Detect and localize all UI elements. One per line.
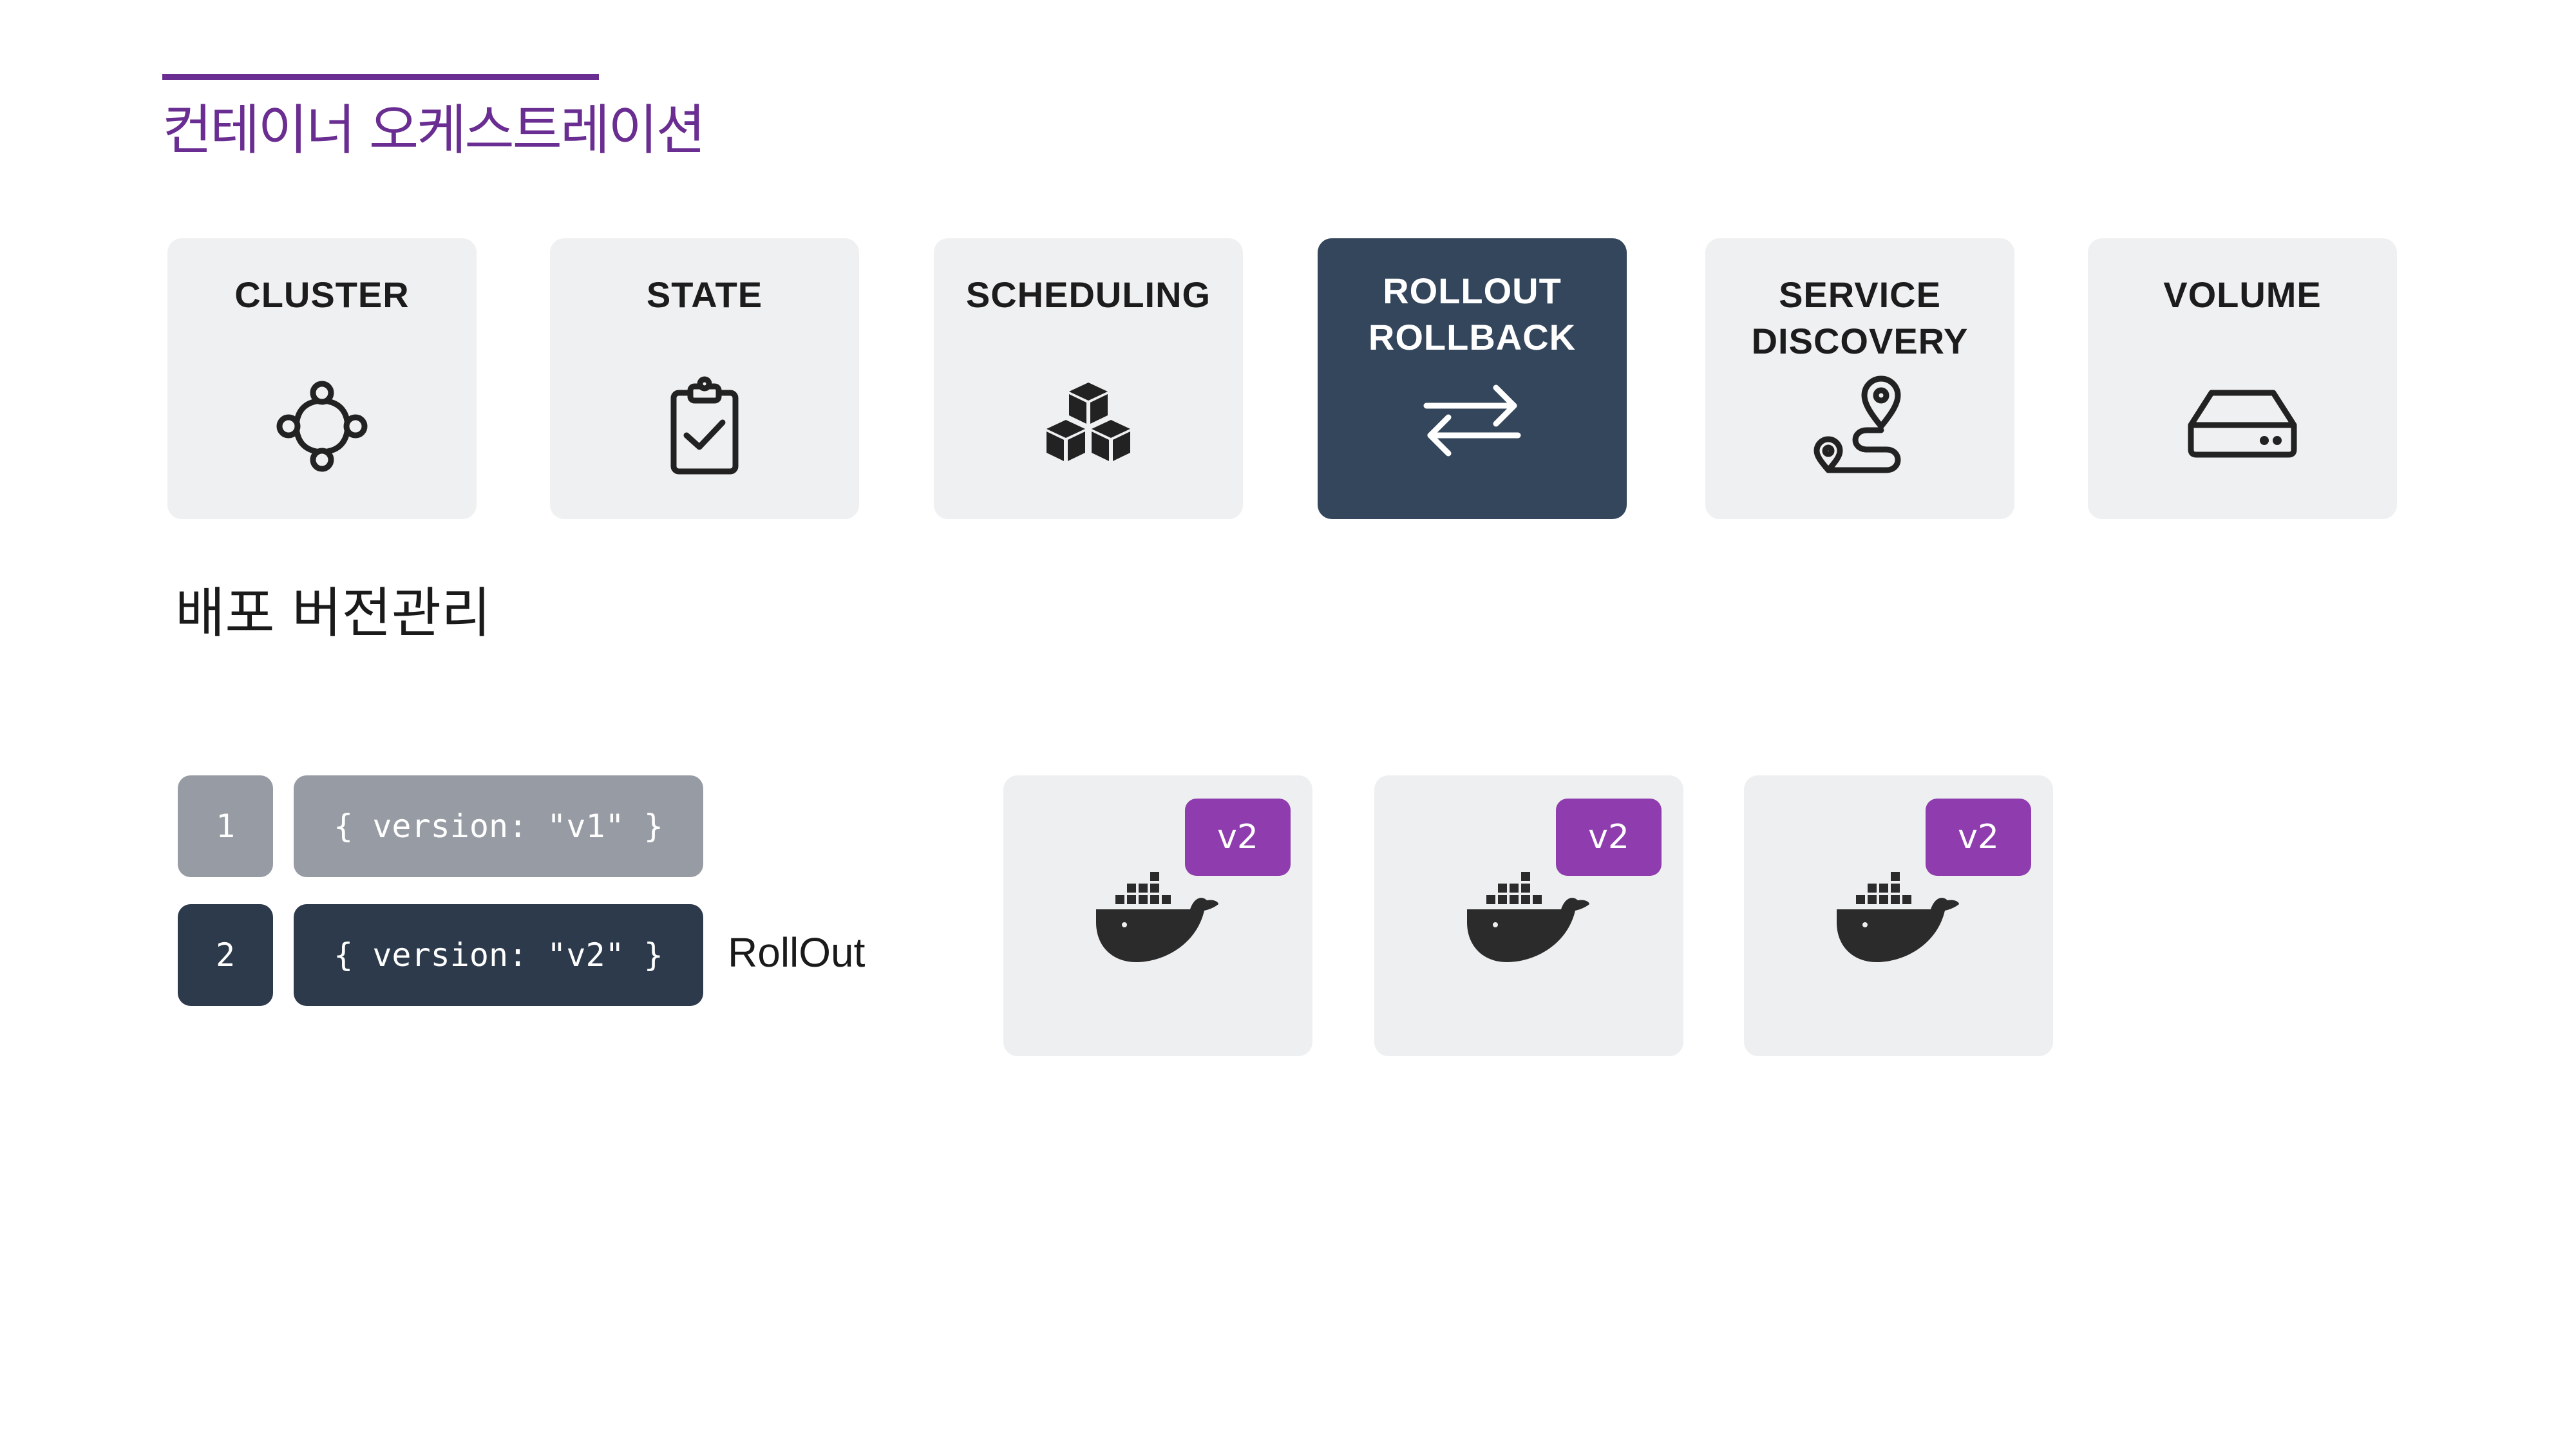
revision-code: { version: "v2" }: [294, 904, 703, 1006]
version-badge: v2: [1556, 799, 1662, 876]
revision-code: { version: "v1" }: [294, 775, 703, 877]
docker-whale-icon: [1094, 872, 1222, 978]
page-title: 컨테이너 오케스트레이션: [162, 99, 706, 162]
feature-card-cluster[interactable]: CLUSTER: [167, 238, 477, 519]
swap-arrows-icon: [1417, 379, 1527, 465]
feature-label: CLUSTER: [234, 274, 410, 315]
pod-card: v2: [1744, 775, 2053, 1056]
feature-label: ROLLOUT ROLLBACK: [1368, 270, 1577, 357]
rollout-label: RollOut: [728, 929, 866, 976]
feature-label: VOLUME: [2163, 274, 2322, 315]
feature-card-scheduling[interactable]: SCHEDULING: [934, 238, 1243, 519]
feature-label: SCHEDULING: [965, 274, 1211, 315]
section-title: 배포 버전관리: [175, 582, 491, 645]
version-badge: v2: [1926, 799, 2031, 876]
feature-label: STATE: [646, 274, 763, 315]
version-badge: v2: [1185, 799, 1291, 876]
cluster-icon: [270, 375, 374, 480]
feature-label: SERVICE DISCOVERY: [1751, 274, 1969, 361]
cubes-icon: [1034, 375, 1143, 480]
feature-card-rollout-rollback[interactable]: ROLLOUT ROLLBACK: [1318, 238, 1627, 519]
revision-number: 2: [178, 904, 273, 1006]
docker-whale-icon: [1464, 872, 1593, 978]
title-underline: [162, 74, 599, 80]
feature-card-volume[interactable]: VOLUME: [2088, 238, 2397, 519]
feature-card-service-discovery[interactable]: SERVICE DISCOVERY: [1705, 238, 2014, 519]
docker-whale-icon: [1834, 872, 1963, 978]
revision-number: 1: [178, 775, 273, 877]
hard-drive-icon: [2184, 380, 2300, 466]
pod-card: v2: [1003, 775, 1312, 1056]
route-pin-icon: [1805, 374, 1915, 479]
pod-card: v2: [1374, 775, 1683, 1056]
feature-card-state[interactable]: STATE: [550, 238, 859, 519]
clipboard-check-icon: [653, 375, 756, 480]
